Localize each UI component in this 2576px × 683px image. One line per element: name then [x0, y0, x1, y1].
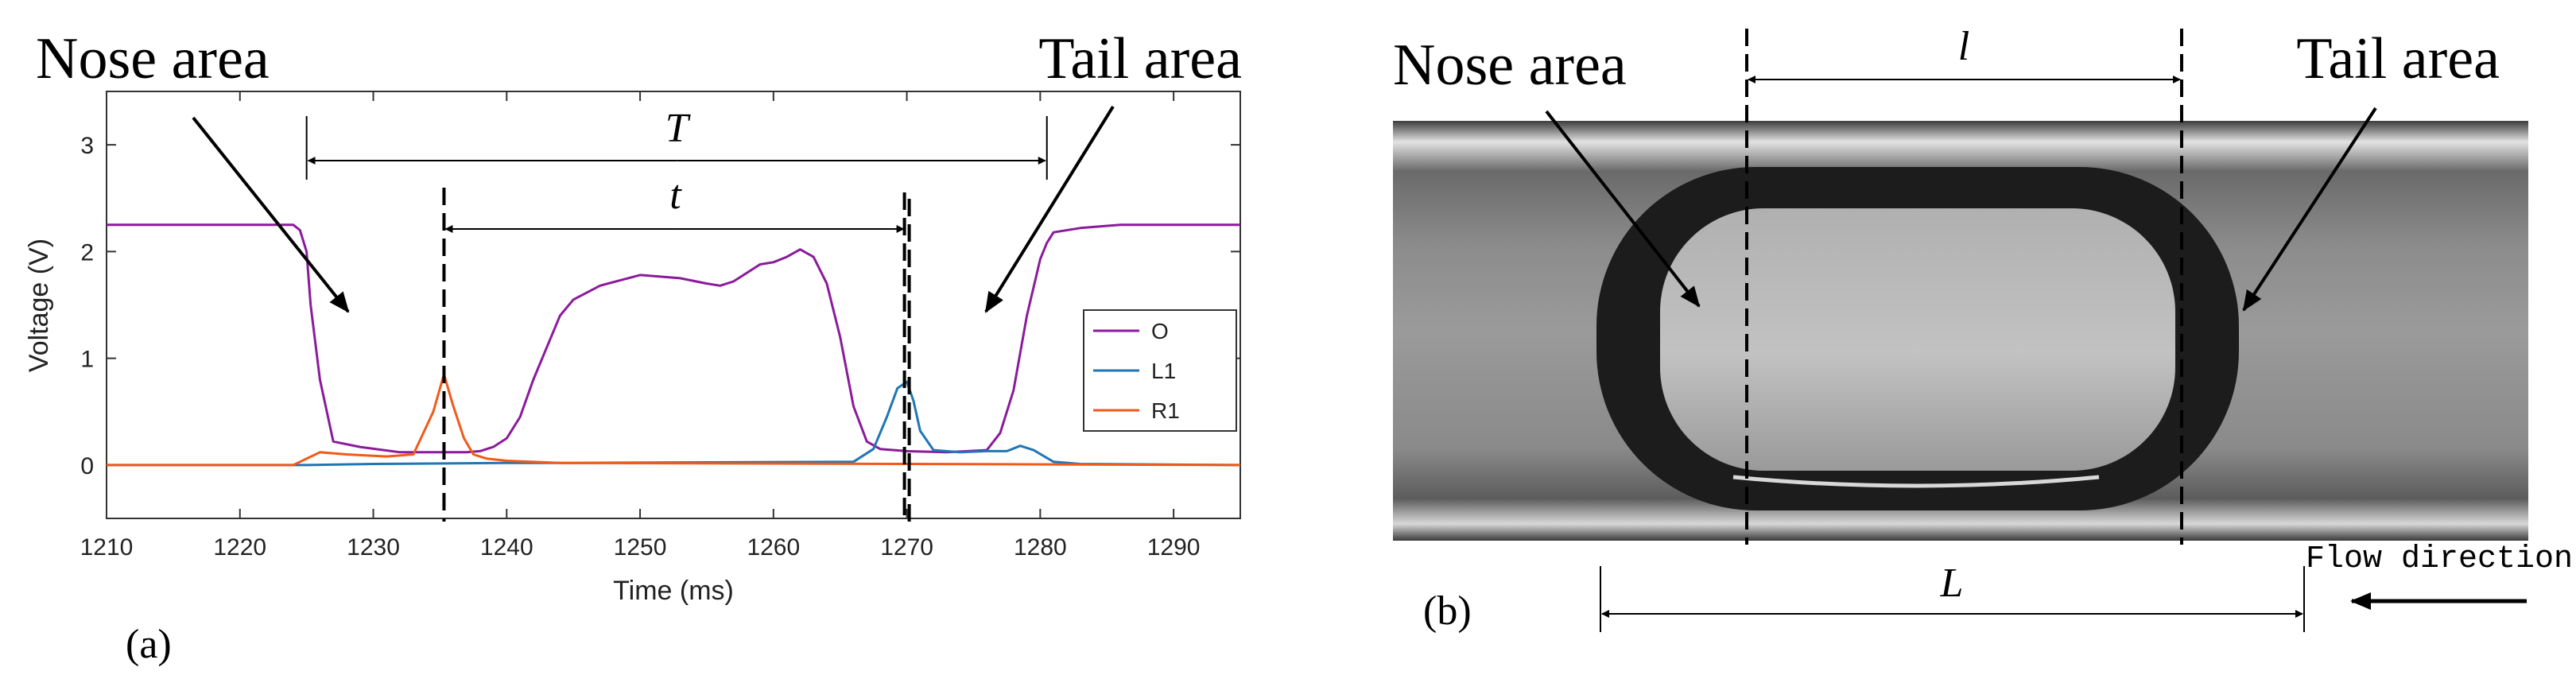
- series-line-R1: [107, 373, 1241, 467]
- x-tick-label: 1240: [480, 534, 533, 561]
- x-tick-label: 1230: [347, 534, 400, 561]
- droplet-inner: [1660, 208, 2175, 471]
- L-label: L: [1940, 561, 1964, 606]
- legend-label-L1: L1: [1151, 359, 1176, 383]
- panel-a-label: (a): [126, 622, 172, 667]
- x-tick-label: 1260: [747, 534, 800, 561]
- x-tick-label: 1290: [1147, 534, 1201, 561]
- photo-panel-b: l L Nose area Tail area (b) Flow directi…: [1393, 24, 2573, 634]
- l-label: l: [1958, 24, 1969, 69]
- y-tick-label: 3: [80, 133, 94, 159]
- tail-area-arrow: [984, 105, 1115, 313]
- x-axis-label: Time (ms): [613, 576, 734, 606]
- chart-panel-a: 1210 1220 1230 1240 1250 1260 1270 1280 1290 0 1 2…: [24, 26, 1242, 667]
- x-tick-label: 1220: [213, 534, 266, 561]
- flow-direction-label: Flow direction: [2306, 541, 2573, 577]
- nose-area-arrow: [192, 116, 350, 313]
- x-tick-label: 1250: [614, 534, 667, 561]
- y-tick-label: 0: [80, 453, 94, 479]
- nose-area-label-left: Nose area: [36, 26, 270, 91]
- tail-area-arrow-right: [2242, 107, 2377, 312]
- series-line-L1: [107, 380, 1241, 467]
- series-line-O: [107, 223, 1240, 454]
- x-tick-label: 1210: [80, 534, 134, 561]
- y-tick-label: 2: [80, 239, 94, 266]
- x-tick-label: 1270: [880, 534, 933, 561]
- nose-area-label-right: Nose area: [1393, 33, 1627, 98]
- y-tick-label: 1: [80, 347, 94, 373]
- x-tick-label: 1280: [1014, 534, 1067, 561]
- droplet-bottom-rim: [1732, 475, 2100, 488]
- t-label: t: [669, 173, 682, 218]
- series-layer: [107, 223, 1241, 467]
- panel-b-label: (b): [1423, 588, 1472, 634]
- legend: O L1 R1: [1083, 309, 1237, 432]
- T-label: T: [665, 106, 691, 151]
- legend-label-O: O: [1151, 319, 1169, 343]
- plot-area: [106, 91, 1241, 519]
- legend-label-R1: R1: [1151, 398, 1180, 423]
- tail-area-label-right: Tail area: [2296, 26, 2500, 91]
- nose-area-arrow-right: [1545, 110, 1701, 308]
- y-axis-label: Voltage (V): [24, 239, 54, 372]
- tail-area-label-left: Tail area: [1038, 26, 1242, 91]
